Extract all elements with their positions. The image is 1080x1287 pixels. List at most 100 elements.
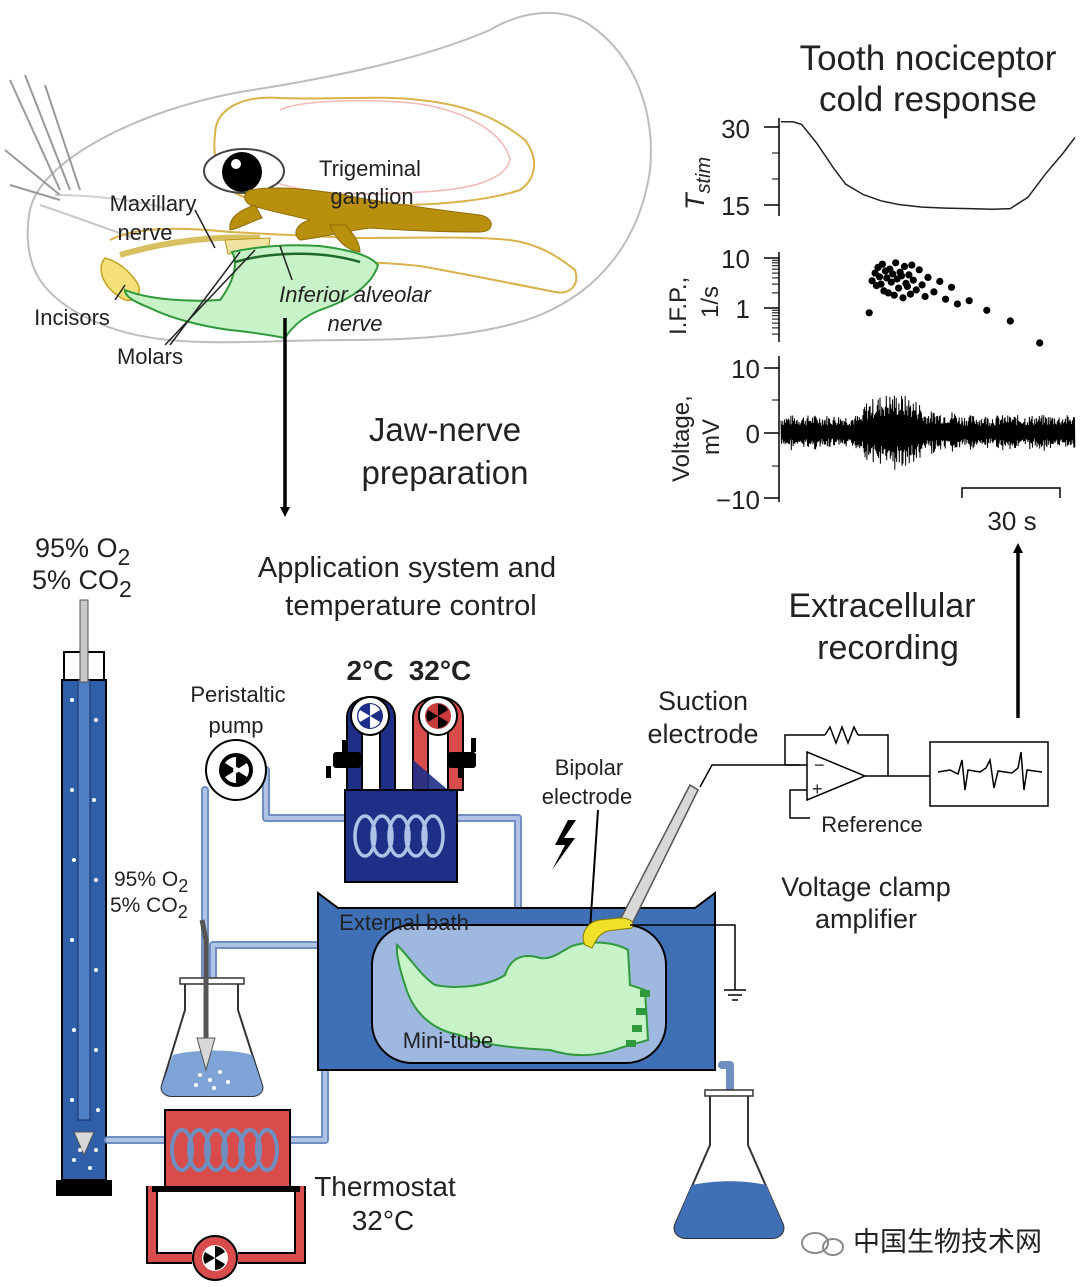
maxillary-label-2: nerve — [117, 220, 172, 245]
ifp-point — [887, 278, 895, 286]
nerve-in-electrode — [582, 917, 634, 949]
ifp-point — [905, 271, 913, 279]
amplifier-label-1: Voltage clamp — [781, 872, 951, 902]
cold-fan-icon — [350, 696, 390, 736]
jaw-prep-label-2: preparation — [362, 454, 529, 491]
chart-title-2: cold response — [819, 80, 1037, 119]
ifp-point — [908, 261, 916, 269]
ifp-tick-1: 1 — [736, 294, 750, 324]
scalebar — [961, 487, 1061, 498]
anatomy-labels: Trigeminal ganglion Maxillary nerve Infe… — [34, 156, 432, 369]
bipolar-label-2: electrode — [542, 784, 633, 809]
temp-panel: 30 15 Tstim — [680, 114, 1076, 221]
maxillary-label-1: Maxillary — [110, 191, 197, 216]
ifp-point — [883, 274, 891, 282]
volt-ylabel-1: Voltage, — [668, 395, 695, 482]
gas-co2-text: 5% CO — [32, 565, 119, 595]
ifp-point — [924, 273, 932, 281]
whiskers — [4, 74, 81, 201]
ifp-ylabel-2: 1/s — [697, 286, 724, 318]
molars-label: Molars — [117, 344, 183, 369]
temp-tick-15: 15 — [721, 191, 750, 221]
skull-outline — [109, 227, 578, 294]
suction-label-2: electrode — [647, 719, 758, 749]
ifp-point — [965, 297, 973, 305]
temp-cold-label: 2°C — [347, 655, 394, 686]
ifp-point — [890, 291, 898, 299]
ifp-point — [1036, 339, 1044, 347]
thermostat — [146, 1109, 306, 1281]
ifp-point — [892, 259, 900, 267]
amp-minus: − — [814, 755, 825, 775]
extracellular-label-2: recording — [817, 629, 959, 667]
ifp-point — [897, 272, 906, 280]
watermark: 中国生物技术网 — [801, 1227, 1042, 1257]
ifp-point — [903, 282, 912, 290]
volt-tick-neg10: −10 — [716, 485, 760, 515]
bipolar-label-1: Bipolar — [555, 755, 623, 780]
maxillary-nerve-branch — [119, 234, 261, 258]
volt-ylabel-2: mV — [698, 419, 725, 455]
suction-label-1: Suction — [658, 686, 748, 716]
amp-plus: + — [812, 779, 823, 799]
bubbles — [70, 698, 100, 1170]
ifp-point — [921, 292, 929, 301]
ifp-point — [912, 286, 920, 294]
temp-warm-label: 32°C — [409, 655, 472, 686]
svg-text:5% CO2: 5% CO2 — [32, 565, 132, 602]
ifp-point — [899, 294, 907, 302]
volt-tick-10: 10 — [731, 354, 760, 384]
amplifier-label-2: amplifier — [815, 904, 917, 934]
extracellular-label-1: Extracellular — [788, 587, 975, 625]
electrode-wire — [699, 764, 800, 788]
ifp-point — [877, 280, 885, 288]
inferior-alveolar-label-2: nerve — [327, 311, 382, 336]
pump-label-2: pump — [208, 713, 263, 738]
waste-flask — [673, 1089, 785, 1239]
ifp-point — [878, 260, 887, 268]
ifp-tick-10: 10 — [721, 244, 750, 274]
temp-trace — [781, 121, 1076, 210]
ifp-points — [865, 259, 1044, 347]
temp-ylabel: Tstim — [680, 157, 715, 210]
scalebar-label: 30 s — [987, 506, 1036, 536]
reference-label: Reference — [821, 812, 923, 837]
thermostat-label-2: 32°C — [352, 1205, 415, 1236]
ground-icon — [630, 924, 746, 1001]
ifp-point — [909, 276, 917, 284]
mini-tube-label: Mini-tube — [403, 1028, 493, 1053]
pump-label-1: Peristaltic — [190, 682, 285, 707]
small-flask — [160, 919, 264, 1097]
svg-text:95% O2: 95% O2 — [35, 533, 130, 570]
trigeminal-label-1: Trigeminal — [319, 156, 421, 181]
voltage-trace — [780, 395, 1076, 470]
ifp-point — [936, 277, 944, 285]
ifp-point — [868, 277, 876, 285]
thermostat-label-1: Thermostat — [314, 1171, 456, 1202]
valve-right-icon — [448, 738, 476, 778]
ifp-point — [918, 281, 926, 289]
ifp-point — [884, 289, 892, 297]
ifp-point — [906, 290, 915, 298]
ifp-point — [915, 266, 923, 274]
svg-text:5% CO2: 5% CO2 — [110, 894, 188, 922]
ifp-ylabel-1: I.F.P., — [665, 277, 692, 335]
temp-tick-30: 30 — [721, 114, 750, 144]
ifp-panel: 10 1 I.F.P., 1/s — [665, 244, 1044, 347]
warm-fan-icon — [418, 696, 458, 736]
amplifier-icon — [784, 724, 930, 819]
incisors-label: Incisors — [34, 305, 110, 330]
application-label-2: temperature control — [285, 590, 536, 622]
trigeminal-label-2: ganglion — [330, 184, 413, 209]
application-label-1: Application system and — [258, 552, 556, 584]
ifp-point — [900, 262, 909, 270]
volt-tick-0: 0 — [746, 419, 760, 449]
temperature-controller — [326, 696, 476, 883]
gas-label-top: 95% O2 5% CO2 — [32, 533, 132, 602]
inferior-alveolar-label-1: Inferior alveolar — [279, 282, 432, 307]
oscilloscope-display — [929, 741, 1049, 807]
eye — [203, 148, 285, 194]
ifp-point — [895, 284, 903, 292]
